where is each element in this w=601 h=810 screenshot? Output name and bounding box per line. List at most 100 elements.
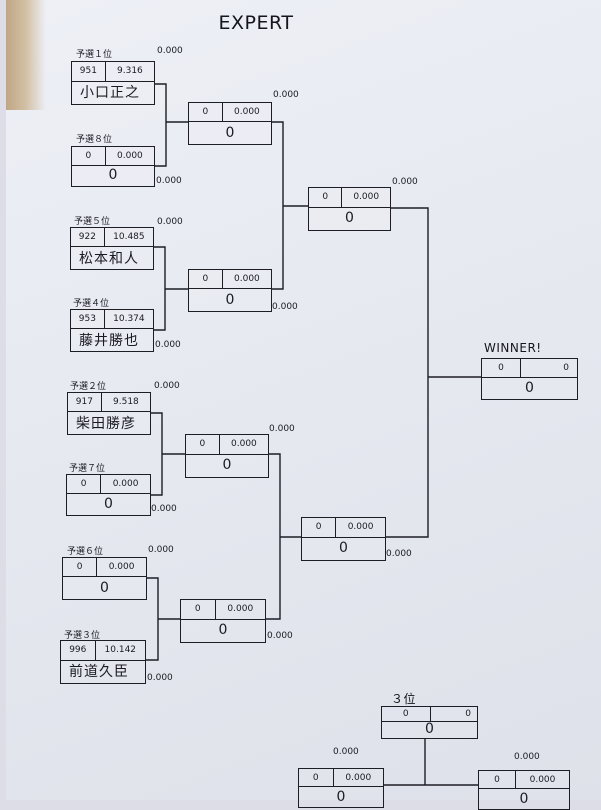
entrant-box: 0 0.000 0: [62, 557, 147, 600]
qualifying-time: 0.000: [227, 604, 254, 615]
entrant-number: 917: [68, 393, 102, 412]
side-score: 0.000: [154, 381, 180, 391]
page-corner-shadow: [6, 0, 46, 110]
entrant-number: 0: [189, 270, 223, 289]
qualifying-time: 0: [465, 708, 471, 719]
side-score: 0.000: [386, 549, 412, 559]
entrant-number: 0: [479, 771, 516, 789]
connector-line: [150, 412, 163, 496]
match-score: 0: [336, 788, 346, 805]
seed-label: 予選７位: [69, 464, 106, 474]
qualifying-time: 0.000: [234, 107, 260, 118]
qualifying-time: 10.485: [113, 232, 145, 243]
entrant-score: 0: [100, 579, 109, 596]
side-score: 0.000: [147, 673, 173, 683]
entrant-name: 小口正之: [80, 85, 140, 102]
side-score: 0.000: [514, 752, 540, 762]
seed-label: 予選１位: [76, 50, 113, 60]
side-score: 0.000: [392, 177, 418, 187]
entrant-score: 0: [104, 496, 113, 512]
entrant-score: 0: [108, 167, 118, 184]
qualifying-time: 0.000: [108, 562, 135, 573]
qualifying-time: 0.000: [231, 439, 257, 450]
qualifying-time: 0.000: [345, 772, 372, 783]
entrant-number: 922: [71, 228, 105, 247]
entrant-number: 0: [186, 435, 220, 454]
connector-line: [146, 577, 159, 661]
match-score: 0: [225, 291, 235, 308]
entrant-box: 917 9.518 柴田勝彦: [67, 392, 151, 435]
connector-line: [385, 207, 429, 538]
match-box: 0 0.000 0: [298, 768, 384, 808]
entrant-name: 藤井勝也: [79, 332, 139, 349]
seed-label: 予選８位: [76, 135, 113, 145]
match-score: 0: [225, 124, 235, 141]
qualifying-time: 0.000: [353, 192, 380, 203]
side-score: 0.000: [157, 217, 183, 227]
qualifying-time: 0.000: [112, 479, 139, 489]
side-score: 0.000: [273, 90, 299, 100]
entrant-number: 0: [299, 769, 334, 787]
entrant-number: 0: [309, 188, 343, 207]
entrant-number: 0: [72, 147, 106, 165]
seed-label: 予選３位: [64, 631, 101, 641]
qualifying-time: 10.142: [104, 645, 137, 656]
entrant-number: 0: [482, 359, 521, 377]
side-score: 0.000: [155, 340, 181, 350]
match-score: 0: [345, 210, 354, 227]
entrant-box: 951 9.316 小口正之: [71, 61, 155, 105]
qualifying-time: 9.518: [113, 397, 139, 408]
entrant-name: 柴田勝彦: [76, 415, 136, 432]
winner-label: WINNER!: [484, 341, 542, 355]
seed-label: 予選２位: [70, 382, 107, 392]
qualifying-time: 0.000: [347, 522, 374, 533]
side-score: 0.000: [151, 504, 177, 514]
entrant-number: 0: [302, 518, 337, 537]
match-score: 0: [425, 721, 434, 738]
entrant-number: 0: [189, 103, 223, 122]
entrant-box: 953 10.374 藤井勝也: [70, 309, 154, 352]
qualifying-time: 0: [563, 363, 569, 373]
side-score: 0.000: [269, 424, 295, 434]
match-score: 0: [525, 380, 534, 396]
match-box: 0 0.000 0: [188, 102, 272, 145]
connector-line: [271, 121, 284, 290]
qualifying-time: 9.316: [117, 66, 143, 77]
match-score: 0: [519, 790, 529, 807]
match-score: 0: [339, 540, 348, 557]
seed-label: 予選４位: [73, 299, 110, 309]
entrant-box: 922 10.485 松本和人: [70, 227, 154, 270]
match-score: 0: [218, 622, 228, 639]
entrant-number: 0: [382, 707, 431, 721]
match-box: 0 0.000 0: [301, 517, 386, 561]
match-box: 0 0.000 0: [188, 269, 272, 312]
third-place-label: ３位: [391, 692, 417, 706]
qualifying-time: 10.374: [113, 314, 145, 325]
side-score: 0.000: [148, 545, 174, 555]
match-box: 0 0.000 0: [308, 187, 391, 231]
entrant-number: 0: [181, 600, 216, 619]
qualifying-time: 0.000: [234, 274, 260, 285]
entrant-number: 0: [63, 558, 98, 577]
side-score: 0.000: [156, 176, 182, 186]
connector-line: [154, 83, 167, 167]
entrant-number: 951: [72, 62, 106, 81]
side-score: 0.000: [333, 747, 359, 757]
page-title: EXPERT: [218, 12, 294, 34]
match-box: 0 0.000 0: [180, 599, 266, 643]
entrant-name: 前道久臣: [69, 664, 129, 681]
qualifying-time: 0.000: [529, 774, 556, 785]
connector-line: [265, 453, 281, 620]
seed-label: 予選５位: [74, 217, 111, 227]
entrant-number: 953: [71, 310, 105, 329]
entrant-name: 松本和人: [79, 250, 139, 267]
seed-label: 予選６位: [67, 547, 104, 557]
side-score: 0.000: [157, 46, 183, 56]
